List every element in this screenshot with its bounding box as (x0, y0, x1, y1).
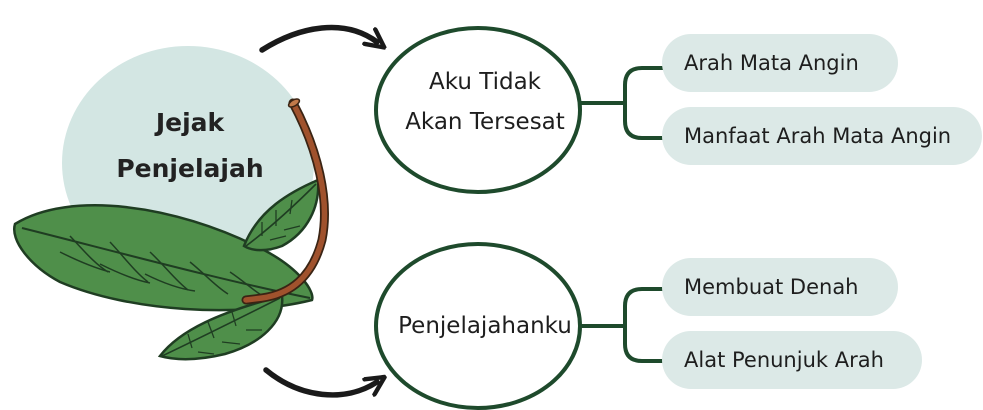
stem-icon (241, 98, 329, 305)
topic-label-line: Penjelajahanku (398, 313, 572, 339)
topic-label-1: Aku Tidak Akan Tersesat (380, 62, 590, 142)
subtopic-label: Membuat Denah (684, 275, 859, 299)
topic-circle-1 (374, 26, 582, 194)
connector-topic-1 (578, 66, 666, 140)
subtopic-pill: Membuat Denah (662, 258, 898, 316)
central-title: Jejak Penjelajah (95, 100, 285, 192)
subtopic-label: Arah Mata Angin (684, 51, 859, 75)
topic-label-line: Aku Tidak (429, 69, 541, 95)
large-leaf-icon (12, 204, 314, 312)
arrow-to-topic-1 (259, 24, 377, 53)
subtopic-pill: Arah Mata Angin (662, 34, 898, 92)
subtopic-pill: Alat Penunjuk Arah (662, 331, 922, 389)
subtopic-pill: Manfaat Arah Mata Angin (662, 107, 982, 165)
arrow-to-topic-2 (263, 367, 377, 398)
topic-label-line: Akan Tersesat (405, 109, 565, 135)
small-leaf-bottom-icon (157, 294, 284, 361)
subtopic-label: Alat Penunjuk Arah (684, 348, 884, 372)
subtopic-label: Manfaat Arah Mata Angin (684, 124, 952, 148)
connector-topic-2 (578, 287, 666, 363)
small-leaf-top-icon (242, 178, 320, 252)
title-line: Jejak (155, 108, 225, 137)
title-line: Penjelajah (116, 154, 264, 183)
topic-label-2: Penjelajahanku (380, 306, 590, 346)
